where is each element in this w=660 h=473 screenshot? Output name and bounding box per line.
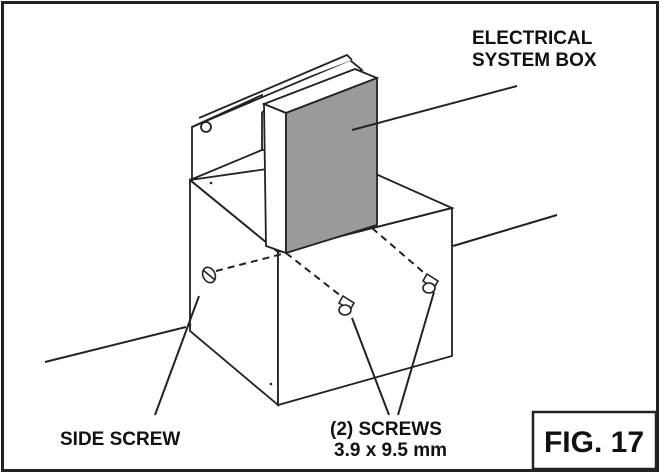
side-screw-label: SIDE SCREW [60, 429, 180, 450]
electrical-box-label: ELECTRICAL [472, 28, 593, 49]
electrical-box-side [263, 102, 287, 255]
screws-size-label: 3.9 x 9.5 mm [334, 440, 447, 461]
electrical-box-label-line2: SYSTEM BOX [472, 50, 597, 71]
bracket-hole [200, 121, 212, 133]
screw-1 [337, 294, 356, 316]
electrical-system-box [261, 68, 380, 255]
leader-lines [154, 85, 518, 416]
screw-2 [421, 272, 440, 294]
fig-label-box [531, 410, 658, 471]
fig-label: FIG. 17 [544, 426, 644, 459]
screws-label: (2) SCREWS [330, 419, 442, 440]
mounting-surface [44, 214, 558, 363]
screw-paths [215, 227, 431, 301]
side-screw [201, 266, 217, 284]
electrical-box-front [285, 76, 378, 255]
